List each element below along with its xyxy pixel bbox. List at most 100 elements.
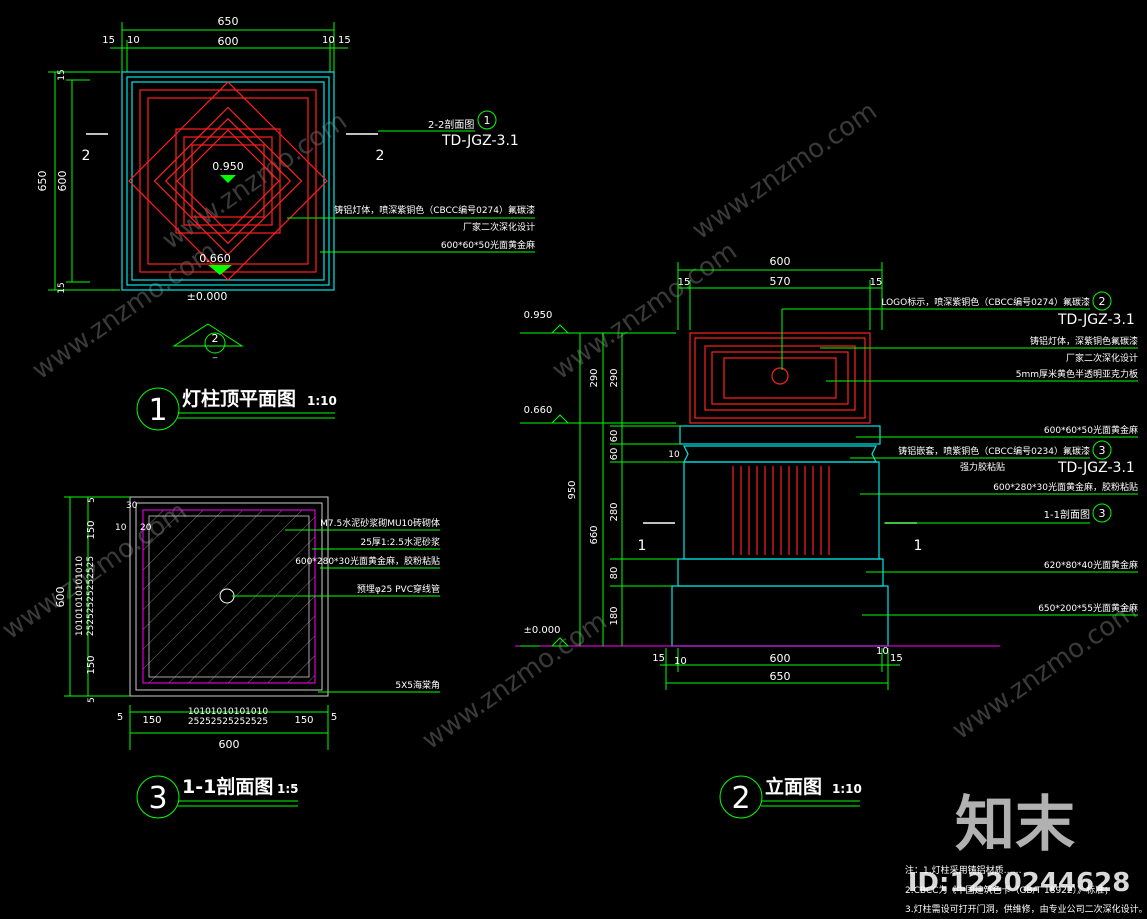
section-dim-repeat: 10101010101010 [188,707,268,717]
watermark-site: www.znzmo.com [27,236,223,386]
section-dim-150: 150 [86,655,97,674]
elev-note6-code: TD-JGZ-3.1 [1057,460,1135,476]
elevation-view: 600 570 15 15 [515,255,1138,819]
watermark-site: www.znzmo.com [417,606,613,756]
elev-lev-660: 0.660 [524,405,553,416]
plan-title: 灯柱顶平面图 [182,387,296,410]
section-view: 600 150 150 5 5 10101010101010 252525252… [54,496,440,819]
plan-star-pattern [128,81,328,281]
elev-dim-570: 570 [770,275,791,288]
elev-flutes [732,466,830,555]
section-dim-10: 10 [115,523,127,533]
note-line2: 2.CBCC为《中国建筑色卡（GB/T 18922）》标准； [905,884,1113,896]
plan-ref-label: 2-2剖面图 [428,118,474,131]
elev-lev-000: ±0.000 [523,625,560,636]
elev-note6-num: 3 [1099,444,1106,457]
section-dim-600: 600 [219,738,240,751]
section-dim-repeat2: 25252525252525 [188,717,268,727]
section-dim-150: 150 [142,715,161,726]
plan-note2: 厂家二次深化设计 [463,221,535,233]
section-note2: 25厚1:2.5水泥砂浆 [360,536,440,548]
section-note5: 5X5海棠角 [395,679,440,691]
elev-dim-10: 10 [674,656,687,667]
section-note4: 预埋φ25 PVC穿线管 [357,583,440,595]
elev-v-280: 280 [609,502,620,521]
elev-cut-mark: 1 [914,538,923,554]
section-dim-5: 5 [87,497,97,503]
elev-note6b: 强力胶粘贴 [960,461,1005,473]
elev-note3: 厂家二次深化设计 [1066,352,1138,364]
elev-dim-600: 600 [770,652,791,665]
watermark-logo: 知末 [955,790,1075,860]
section-dim-repeat2: 25252525252525 [86,556,96,636]
elev-cut-mark: 1 [638,538,647,554]
plan-ref-num: 1 [484,114,491,127]
plan-dim-15: 15 [102,35,115,46]
plan-title-scale: 1:10 [307,394,337,408]
elev-title-num: 2 [731,781,750,816]
elev-v-660: 660 [589,525,600,544]
elev-dim-650: 650 [770,670,791,683]
section-dim-600: 600 [54,587,67,608]
elev-note8-num: 3 [1099,507,1106,520]
elev-v-180: 180 [609,606,620,625]
plan-title-block: 1 灯柱顶平面图 1:10 [136,387,337,431]
note-line3: 3.灯柱需设可打开门洞，供维修，由专业公司二次深化设计。 [905,903,1147,915]
section-dim-150: 150 [86,520,97,539]
plan-ref-code: TD-JGZ-3.1 [441,133,519,149]
elev-note8: 1-1剖面图 [1044,508,1090,521]
note-line1: 注：1.灯柱采用铸铝材质…… [905,864,1022,876]
elev-dim-600: 600 [770,255,791,268]
general-notes: 注：1.灯柱采用铸铝材质…… 2.CBCC为《中国建筑色卡（GB/T 18922… [905,864,1147,915]
plan-note1: 铸铝灯体，喷深紫铜色（CBCC编号0274）氟碳漆 [334,204,535,216]
plan-dim-600: 600 [218,35,239,48]
plan-dim-15: 15 [338,35,351,46]
elev-note2: 铸铝灯体，深紫铜色氟碳漆 [1030,335,1138,347]
section-dim-150: 150 [294,715,313,726]
elev-v-290b: 290 [609,368,620,387]
plan-elev-660: 0.660 [199,252,231,265]
elev-title: 立面图 [765,775,822,798]
elev-dim-15: 15 [652,653,665,664]
svg-text:2: 2 [212,332,219,345]
elev-v-80: 80 [609,567,620,580]
elevation-triangle-icon [208,265,232,275]
plan-dim-10: 10 [322,35,335,46]
elevation-triangle-icon [220,175,236,183]
elev-dim-15: 15 [890,653,903,664]
elev-dim-15: 15 [870,277,883,288]
plan-elev-950: 0.950 [212,160,244,173]
plan-note3: 600*60*50光面黄金麻 [441,239,535,251]
section-dim-5: 5 [87,697,97,703]
watermark-id: ID:1220244628 [908,868,1131,898]
plan-view: 650 600 15 10 10 15 650 600 15 15 [36,15,535,431]
elev-v-60b: 60 [609,448,620,461]
plan-cut-mark: 2 [82,148,91,164]
section-note1: M7.5水泥砂浆砌MU10砖砌体 [320,517,440,529]
plan-dim-left-600: 600 [56,171,69,192]
watermark-site: www.znzmo.com [547,236,743,386]
plan-dim-650: 650 [218,15,239,28]
elev-note1-num: 2 [1099,295,1106,308]
plan-elev-000: ±0.000 [187,290,228,303]
section-dim-5: 5 [331,712,337,723]
plan-dim-left-650: 650 [36,171,49,192]
plan-dim-left-15: 15 [57,282,67,293]
section-title-num: 3 [148,781,167,816]
elev-dim-10: 10 [876,646,889,657]
elev-lev-950: 0.950 [524,310,553,321]
section-dim-30: 30 [126,501,138,511]
section-title-scale: 1:5 [277,782,299,796]
section-title: 1-1剖面图 [182,775,273,798]
elev-v-950: 950 [567,480,578,499]
plan-dim-10: 10 [127,35,140,46]
elev-note1-code: TD-JGZ-3.1 [1057,312,1135,328]
watermark-site: www.znzmo.com [947,596,1143,746]
section-title-block: 3 1-1剖面图 1:5 [136,775,299,819]
elev-v-290a: 290 [589,368,600,387]
section-dim-repeat: 10101010101010 [75,556,85,636]
section-dim-5: 5 [117,712,123,723]
plan-title-num: 1 [148,393,167,428]
elev-note4: 5mm厚米黄色半透明亚克力板 [1016,368,1138,380]
